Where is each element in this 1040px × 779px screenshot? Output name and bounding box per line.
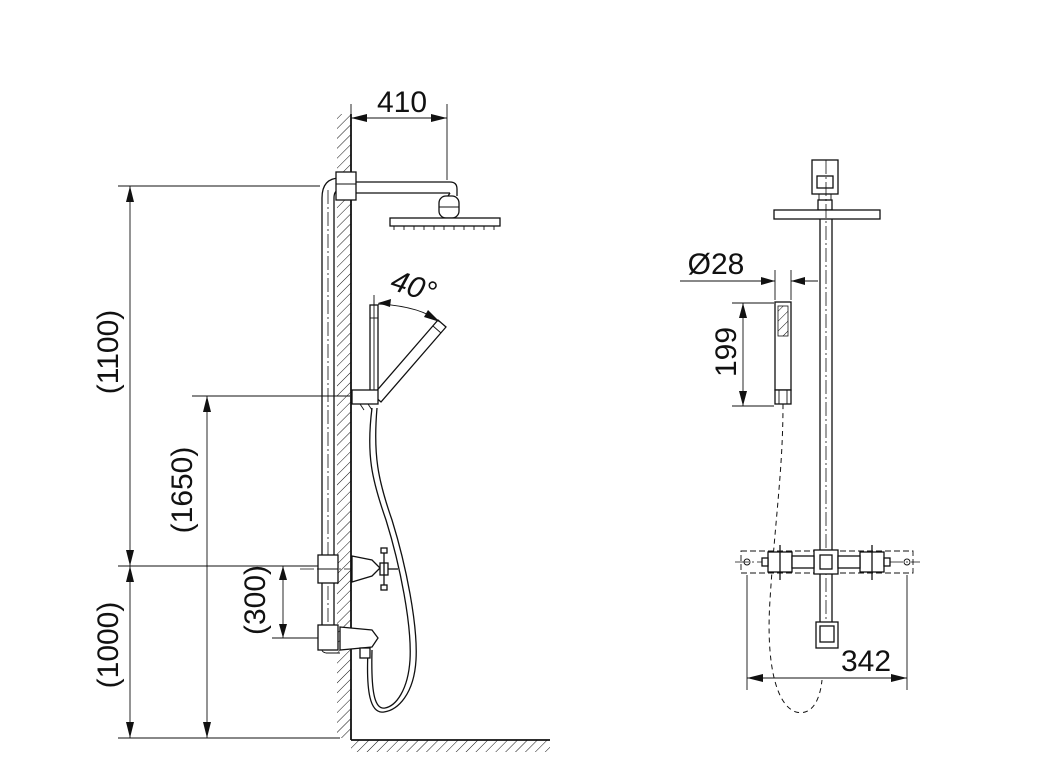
top-wall-bracket: [811, 159, 839, 211]
dim-handshower-diameter: Ø28: [680, 248, 818, 300]
front-view: Ø28 199 342: [680, 159, 920, 714]
dim-arm-length-label: 410: [377, 86, 427, 119]
thermostatic-mixer-side: [300, 547, 398, 659]
hand-shower-holder: [351, 389, 379, 411]
dim-height-holder: (1650): [166, 395, 350, 738]
dim-height-overhead: (1100): [92, 185, 320, 567]
dim-height-overhead-label: (1100): [92, 310, 125, 395]
dim-handshower-length-label: 199: [710, 327, 743, 377]
overhead-shower-arm: [356, 181, 460, 219]
hand-shower-front: [774, 301, 792, 405]
wall: [337, 114, 550, 752]
dim-angle-label: 40°: [387, 264, 440, 309]
dim-arm-length: 410: [350, 86, 448, 180]
dim-handshower-length: 199: [710, 302, 774, 407]
overhead-shower-head-front: [773, 209, 881, 220]
riser-pipe-front: [815, 160, 839, 649]
dim-handshower-diameter-label: Ø28: [688, 248, 745, 281]
dim-angle: 40°: [378, 264, 440, 322]
dim-mixer-width-label: 342: [841, 645, 891, 678]
side-view: 410 40° (1100) (1000): [92, 86, 550, 752]
thermostatic-mixer-front: [735, 545, 920, 580]
shower-hose: [366, 407, 417, 713]
dim-mixer-to-outlet: (300): [239, 565, 318, 639]
hand-shower-side: [369, 295, 447, 403]
dim-mixer-width: 342: [746, 575, 908, 690]
dim-mixer-to-outlet-label: (300): [239, 565, 272, 635]
dim-mixer-height: (1000): [92, 566, 340, 739]
dim-mixer-height-label: (1000): [92, 602, 125, 689]
hose-front-dashed: [768, 403, 823, 714]
dim-height-holder-label: (1650): [166, 447, 199, 534]
overhead-shower-head: [389, 217, 501, 230]
